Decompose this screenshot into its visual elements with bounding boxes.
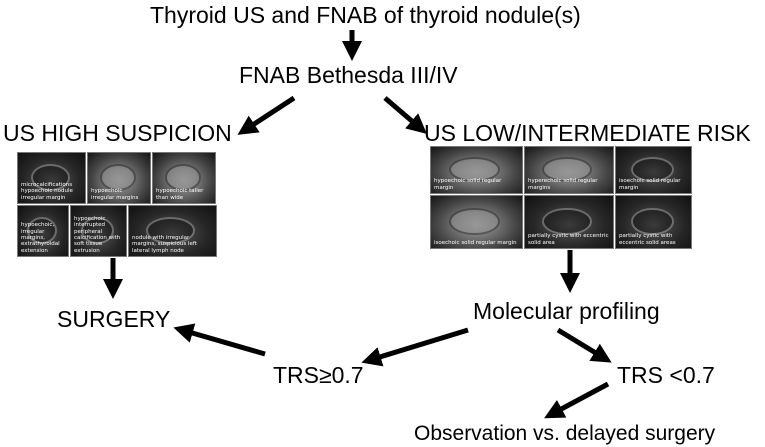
surgery-label: SURGERY	[57, 306, 171, 332]
ultrasound-image: partially cystic with eccentric solid ar…	[615, 195, 692, 249]
arrow-molecular-to-trs-low	[556, 327, 612, 363]
ultrasound-image: isoechoic solid regular margin	[430, 195, 523, 249]
ultrasound-image: hypoechoic solid regular margin	[430, 146, 523, 194]
fnab-bethesda-label: FNAB Bethesda III/IV	[239, 62, 458, 88]
us-low-intermediate-risk-label: US LOW/INTERMEDIATE RISK	[424, 120, 751, 146]
trs-high-label: TRS≥0.7	[273, 362, 364, 388]
diagram-title: Thyroid US and FNAB of thyroid nodule(s)	[150, 2, 581, 28]
ultrasound-image: isoechoic solid regular margin	[615, 146, 692, 194]
ultrasound-image: hypoechoic, irregular margins, extrathyr…	[17, 205, 69, 257]
arrow-trs-high-to-surgery	[173, 323, 266, 357]
us-high-suspicion-label: US HIGH SUSPICION	[3, 120, 232, 146]
arrow-molecular-to-trs-high	[361, 327, 469, 367]
ultrasound-image: hypoechoic taller than wide	[152, 152, 216, 204]
arrow-fnab-to-low-risk	[383, 96, 427, 134]
ultrasound-image: microcalcifications hypoechoic nodule ir…	[17, 152, 86, 204]
trs-low-label: TRS <0.7	[617, 362, 715, 388]
molecular-profiling-label: Molecular profiling	[473, 298, 660, 324]
ultrasound-image: nodule with irregular margins, suspiciou…	[128, 205, 217, 257]
arrow-trs-low-to-observation	[544, 381, 610, 419]
ultrasound-image: hyperechoic solid regular margins	[524, 146, 614, 194]
ultrasound-image: hypoechoic interrupted peripheral calcif…	[70, 205, 127, 257]
observation-label: Observation vs. delayed surgery	[414, 422, 716, 445]
ultrasound-image: partially cystic with eccentric solid ar…	[524, 195, 614, 249]
arrow-fnab-to-high-suspicion	[237, 95, 296, 135]
ultrasound-image: hypoechoic irregular margins	[87, 152, 151, 204]
